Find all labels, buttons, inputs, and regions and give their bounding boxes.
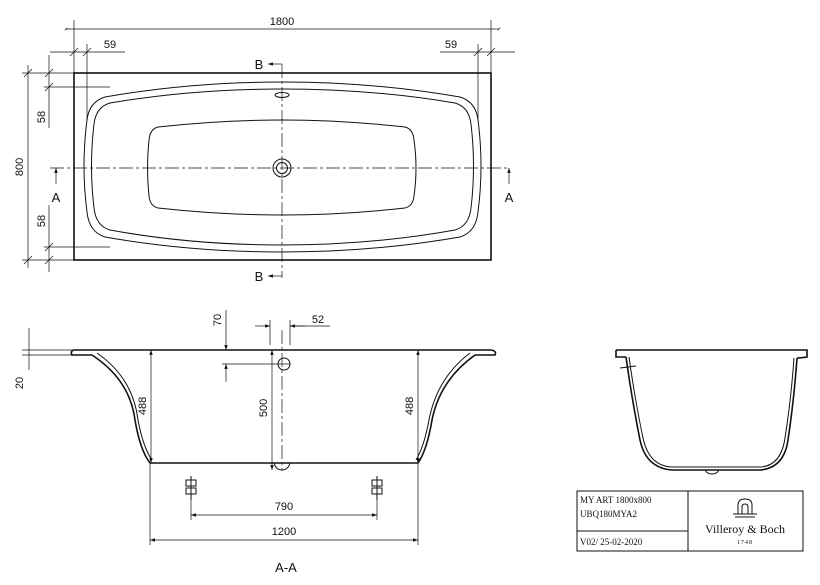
section-marker-b-top: B <box>255 57 282 72</box>
svg-text:20: 20 <box>14 377 26 389</box>
svg-text:800: 800 <box>14 158 26 176</box>
svg-text:A: A <box>52 190 61 205</box>
top-view <box>50 64 508 278</box>
model-code: UBQ180MYA2 <box>580 509 637 519</box>
dimension-overflow-height: 70 <box>212 310 290 382</box>
section-view <box>70 330 497 500</box>
title-block: MY ART 1800x800 UBQ180MYA2 V02/ 25-02-20… <box>576 490 804 552</box>
dimension-depth-right: 488 <box>404 350 420 463</box>
adjustable-foot-left <box>185 476 197 500</box>
svg-text:B: B <box>255 269 264 284</box>
svg-text:500: 500 <box>258 399 270 417</box>
dimension-rim-thickness: 20 <box>14 328 74 389</box>
svg-text:1800: 1800 <box>270 16 294 28</box>
svg-text:1200: 1200 <box>272 526 296 538</box>
dimension-depth-left: 488 <box>137 350 153 463</box>
svg-text:59: 59 <box>445 39 457 51</box>
section-marker-a-right: A <box>505 168 514 205</box>
dimension-depth-center: 500 <box>258 350 274 470</box>
svg-text:59: 59 <box>104 39 116 51</box>
svg-text:B: B <box>255 57 264 72</box>
svg-text:52: 52 <box>312 314 324 326</box>
svg-text:1748: 1748 <box>737 540 753 546</box>
svg-text:790: 790 <box>275 501 293 513</box>
svg-text:488: 488 <box>137 397 149 415</box>
basin-floor <box>147 119 417 216</box>
version: V02/ 25-02-2020 <box>580 537 643 547</box>
basin-outer-contour <box>83 81 482 253</box>
dimension-base-length: 1200 <box>149 463 419 545</box>
svg-text:70: 70 <box>212 314 224 326</box>
dimension-waste-width: 52 <box>255 314 330 345</box>
svg-text:488: 488 <box>404 397 416 415</box>
dimension-rim-right: 59 <box>440 39 515 120</box>
dimension-width: 800 <box>14 65 74 268</box>
svg-text:58: 58 <box>36 111 48 123</box>
basin-inner-contour <box>91 88 474 246</box>
model-name: MY ART 1800x800 <box>580 495 652 505</box>
dimension-feet-spacing: 790 <box>190 500 378 520</box>
dimension-length: 1800 <box>64 16 501 73</box>
section-label: A-A <box>275 560 297 575</box>
adjustable-foot-right <box>371 476 383 500</box>
svg-text:A: A <box>505 190 514 205</box>
dimension-rim-top: 58 <box>36 55 110 128</box>
dimension-rim-left: 59 <box>50 39 125 120</box>
brand-logo: Villeroy & Boch 1748 <box>705 498 785 546</box>
svg-text:58: 58 <box>36 215 48 227</box>
bathtub-outline <box>73 72 492 261</box>
dimension-rim-bottom: 58 <box>36 205 110 272</box>
svg-text:Villeroy & Boch: Villeroy & Boch <box>705 522 785 536</box>
section-marker-b-bottom: B <box>255 269 282 284</box>
side-section-view <box>615 349 808 475</box>
section-marker-a-left: A <box>52 168 61 205</box>
